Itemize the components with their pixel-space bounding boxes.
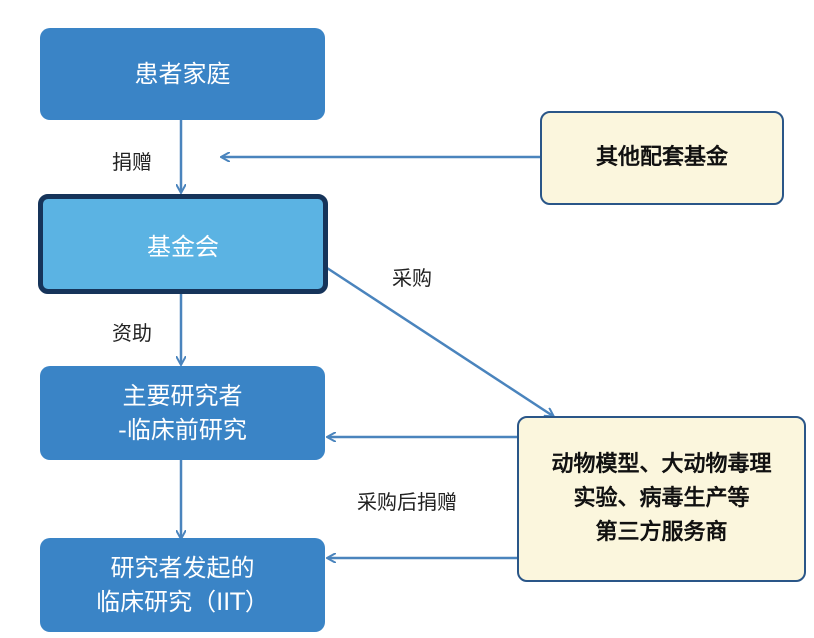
edge-label-donate: 捐赠 bbox=[112, 150, 152, 174]
node-vendors-line-2: 实验、病毒生产等 bbox=[573, 486, 750, 511]
node-iit-line-1: 研究者发起的 bbox=[110, 554, 255, 582]
edge-label-purchase: 采购 bbox=[392, 266, 432, 290]
node-pi-preclinical-line-2: -临床前研究 bbox=[118, 416, 247, 444]
node-vendors-line-3: 第三方服务商 bbox=[595, 520, 728, 545]
node-iit: 研究者发起的 临床研究（IIT） bbox=[40, 538, 325, 632]
node-pi-preclinical-line-1: 主要研究者 bbox=[122, 382, 243, 410]
node-vendors: 动物模型、大动物毒理 实验、病毒生产等 第三方服务商 bbox=[517, 416, 806, 582]
node-foundation-label: 基金会 bbox=[147, 232, 219, 261]
node-other-funds: 其他配套基金 bbox=[540, 111, 784, 205]
node-patient-family-label: 患者家庭 bbox=[134, 60, 231, 88]
node-pi-preclinical: 主要研究者 -临床前研究 bbox=[40, 366, 325, 460]
edge-label-fund: 资助 bbox=[112, 321, 152, 345]
node-patient-family: 患者家庭 bbox=[40, 28, 325, 120]
node-other-funds-label: 其他配套基金 bbox=[595, 145, 728, 170]
node-foundation: 基金会 bbox=[38, 194, 328, 294]
node-vendors-line-1: 动物模型、大动物毒理 bbox=[551, 452, 772, 477]
edge-label-donate-after-purchase: 采购后捐赠 bbox=[357, 490, 457, 514]
arrow-foundation-to-vendors bbox=[326, 266, 553, 416]
node-iit-line-2: 临床研究（IIT） bbox=[96, 588, 269, 616]
